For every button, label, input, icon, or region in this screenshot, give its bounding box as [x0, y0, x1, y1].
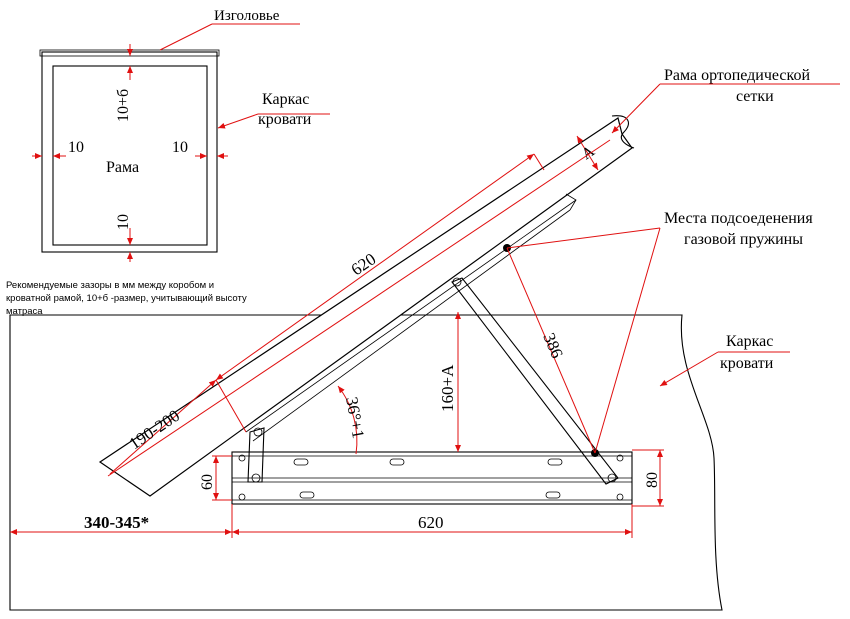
dim-angle-label: 36°+1: [342, 395, 368, 440]
note-line-1: Рекомендуемые зазоры в мм между коробом …: [6, 280, 214, 291]
dim-base-length-label: 620: [418, 513, 444, 532]
base-plate: [231, 451, 633, 505]
dim-angle-arc: [337, 385, 358, 455]
slot-hole: [547, 458, 563, 466]
dim-end-ext: [215, 379, 247, 433]
side-view: 386 Места подсоеденения газовой пружины …: [9, 67, 840, 611]
slot-hole: [299, 491, 315, 499]
pivot: [253, 427, 263, 437]
dim-offset-label: 340-345*: [84, 513, 149, 532]
side-carcass-outline: [9, 314, 723, 611]
slot-hole: [293, 458, 309, 466]
tilted-frame: [98, 115, 635, 497]
spring-points-label-top: Места подсоеденения: [664, 210, 813, 227]
side-carcass-leader: [659, 351, 719, 387]
gap-right-label: 10: [172, 139, 188, 156]
headboard-label: Изголовье: [214, 8, 280, 24]
dim-frame-length-line: [215, 153, 535, 381]
pivot: [251, 473, 261, 483]
spring-leader-upper: [506, 227, 661, 249]
rivet: [238, 493, 246, 501]
rivet: [616, 493, 624, 501]
carcass-label-bottom: кровати: [258, 111, 312, 128]
frame-inner-rail-2: [252, 209, 571, 442]
tilted-frame-body: [98, 117, 633, 497]
gap-bottom-label: 10: [115, 214, 132, 230]
note-line-3: матраса: [6, 306, 43, 317]
note-line-2: кроватной рамой, 10+б -размер, учитывающ…: [6, 293, 247, 304]
top-view: Изголовье Каркас кровати 10+б 10 10 10 Р…: [32, 8, 330, 262]
pivot: [607, 473, 617, 483]
short-lever: [247, 427, 265, 483]
headboard-leader: [159, 23, 213, 51]
side-carcass-label-bottom: кровати: [720, 355, 774, 372]
ortho-frame-leader: [611, 83, 661, 134]
dim-plate-height-label: 60: [199, 474, 216, 490]
frame-break-line: [611, 115, 635, 149]
slot-hole: [389, 458, 405, 466]
ortho-frame-label-top: Рама ортопедической: [664, 67, 810, 84]
spring-dimension-label: 386: [539, 330, 566, 361]
gap-left-label: 10: [68, 139, 84, 156]
ortho-frame-label-bottom: сетки: [736, 88, 774, 105]
frame-label: Рама: [106, 159, 139, 176]
dim-frame-ext-end: [533, 153, 545, 171]
spring-leader-lower: [594, 227, 661, 454]
carcass-label-top: Каркас: [262, 91, 309, 108]
side-carcass-label-top: Каркас: [726, 333, 773, 350]
dim-bracket-height-label: 80: [644, 472, 661, 488]
spring-points-label-bottom: газовой пружины: [684, 231, 803, 248]
carcass-leader: [217, 113, 259, 129]
dim-height-label: 160+A: [438, 364, 457, 412]
rivet: [238, 454, 246, 462]
frame-inner-rail-1: [245, 199, 577, 433]
rivet: [616, 454, 624, 462]
frame-rail-end: [565, 193, 577, 211]
dim-end-line: [109, 379, 217, 475]
dim-frame-length-label: 620: [348, 249, 380, 279]
dim-a-line: [576, 135, 599, 171]
gap-top-label: 10+б: [115, 89, 132, 122]
slot-hole: [545, 491, 561, 499]
recommendation-note: Рекомендуемые зазоры в мм между коробом …: [6, 280, 247, 317]
